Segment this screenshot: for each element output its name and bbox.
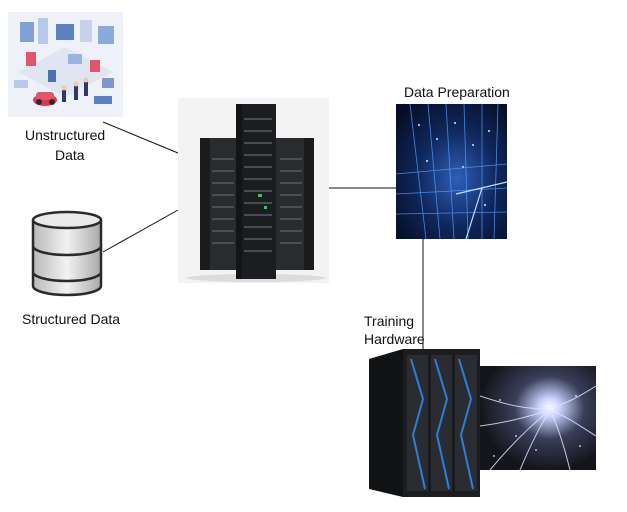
training-label-line1: Training xyxy=(364,313,415,329)
unstructured-label-line2: Data xyxy=(55,147,85,163)
edge-structured-to-servers xyxy=(102,209,179,253)
unstructured-label-line1: Unstructured xyxy=(25,127,106,143)
database-icon xyxy=(30,210,104,298)
server-racks-image xyxy=(178,98,329,283)
edge-unstructured-to-servers xyxy=(102,121,179,154)
mainframe-image xyxy=(367,349,480,497)
training-label-line2: Hardware xyxy=(364,331,425,347)
data-preparation-image xyxy=(396,104,507,239)
structured-label: Structured Data xyxy=(22,311,121,327)
data-preparation-label: Data Preparation xyxy=(404,84,510,100)
unstructured-data-image xyxy=(8,12,123,117)
neural-network-image xyxy=(480,366,596,470)
